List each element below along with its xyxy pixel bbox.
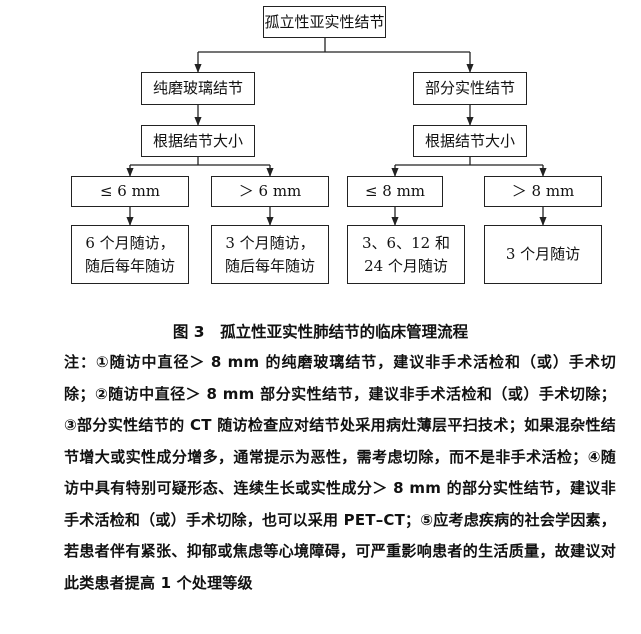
root-node-label: 孤立性亚实性结节 xyxy=(264,12,385,31)
criterion-node-4: ＞ 8 mm xyxy=(484,176,602,207)
criterion-node-1: ≤ 6 mm xyxy=(71,176,189,207)
criterion-node-3-label: ≤ 8 mm xyxy=(364,182,426,200)
outcome-node-1: 6 个月随访， 随后每年随访 xyxy=(71,225,189,284)
size-node-right: 根据结节大小 xyxy=(413,125,527,157)
outcome-node-2-line1: 3 个月随访， xyxy=(225,233,315,252)
figure-caption: 图 3 孤立性亚实性肺结节的临床管理流程 xyxy=(172,323,469,341)
size-node-left: 根据结节大小 xyxy=(141,125,255,157)
size-node-right-label: 根据结节大小 xyxy=(424,131,515,150)
criterion-node-1-label: ≤ 6 mm xyxy=(99,182,161,200)
criterion-node-3: ≤ 8 mm xyxy=(347,176,443,207)
outcome-node-1-line1: 6 个月随访， xyxy=(85,233,175,252)
size-node-left-label: 根据结节大小 xyxy=(152,131,243,150)
outcome-node-3: 3、6、12 和 24 个月随访 xyxy=(347,225,465,284)
outcome-node-4-label: 3 个月随访 xyxy=(505,245,581,263)
criterion-node-4-label: ＞ 8 mm xyxy=(511,182,575,200)
flowchart-connectors xyxy=(126,38,547,226)
outcome-node-2: 3 个月随访， 随后每年随访 xyxy=(211,225,329,284)
outcome-node-1-line2: 随后每年随访 xyxy=(84,256,175,275)
outcome-node-2-line2: 随后每年随访 xyxy=(224,256,315,275)
figure-note: 注：①随访中直径＞ 8 mm 的纯磨玻璃结节，建议非手术活检和（或）手术切除；②… xyxy=(64,353,616,592)
branch-node-ground-glass-label: 纯磨玻璃结节 xyxy=(152,79,243,97)
outcome-node-3-line2: 24 个月随访 xyxy=(364,256,448,275)
criterion-node-2: ＞ 6 mm xyxy=(211,176,329,207)
root-node: 孤立性亚实性结节 xyxy=(263,6,386,38)
branch-node-part-solid: 部分实性结节 xyxy=(413,72,527,105)
outcome-node-4: 3 个月随访 xyxy=(484,225,602,284)
criterion-node-2-label: ＞ 6 mm xyxy=(238,182,302,200)
outcome-node-3-line1: 3、6、12 和 xyxy=(362,233,450,252)
branch-node-ground-glass: 纯磨玻璃结节 xyxy=(141,72,255,105)
branch-node-part-solid-label: 部分实性结节 xyxy=(424,79,515,97)
